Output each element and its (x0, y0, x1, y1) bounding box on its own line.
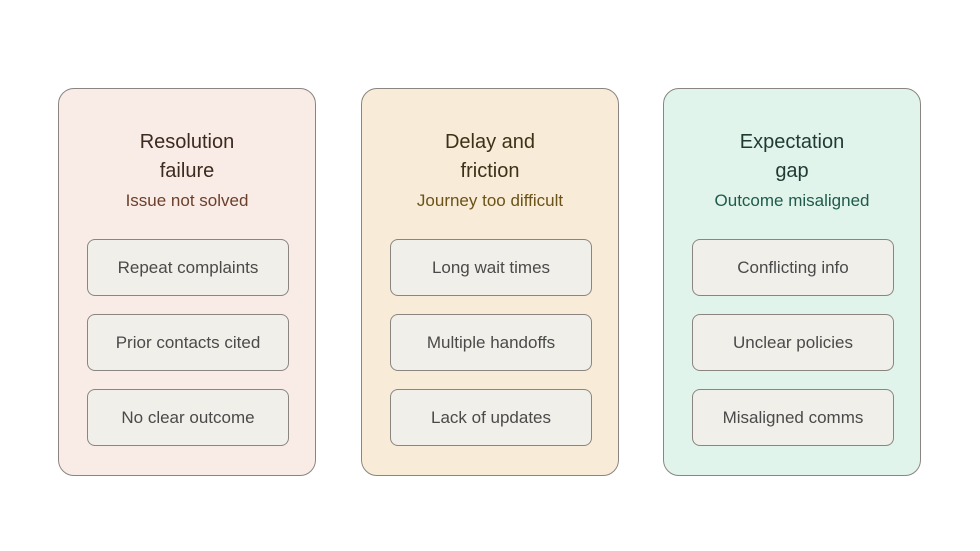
item-box: Multiple handoffs (390, 314, 592, 371)
card-title: Expectation gap (739, 131, 845, 182)
card-delay-and-friction: Delay and friction Journey too difficult… (361, 88, 619, 476)
card-subtitle: Journey too difficult (416, 191, 564, 210)
item-box: Repeat complaints (87, 239, 289, 296)
item-box: Misaligned comms (692, 389, 894, 446)
card-resolution-failure: Resolution failure Issue not solved Repe… (58, 88, 316, 476)
item-box: Prior contacts cited (87, 314, 289, 371)
item-box: Lack of updates (390, 389, 592, 446)
card-expectation-gap: Expectation gap Outcome misaligned Confl… (663, 88, 921, 476)
item-box: Unclear policies (692, 314, 894, 371)
card-subtitle: Outcome misaligned (714, 191, 870, 210)
item-box: No clear outcome (87, 389, 289, 446)
item-box: Long wait times (390, 239, 592, 296)
card-title: Delay and friction (444, 131, 536, 182)
card-subtitle: Issue not solved (125, 191, 249, 210)
item-box: Conflicting info (692, 239, 894, 296)
card-title: Resolution failure (139, 131, 235, 182)
